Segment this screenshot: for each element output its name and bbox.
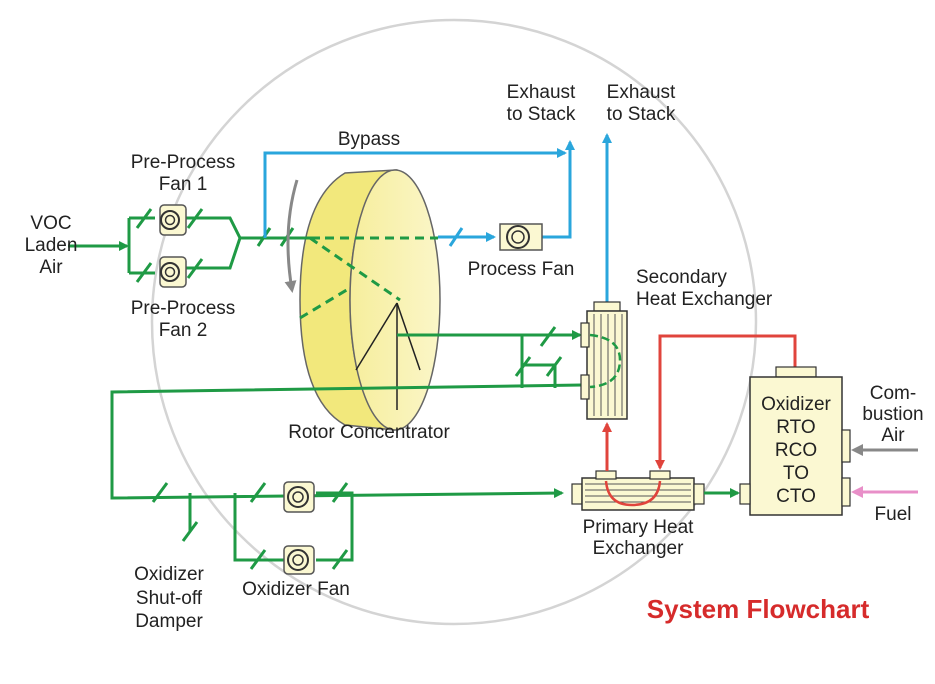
bypass-label: Bypass xyxy=(338,129,400,150)
hot-gas-lines xyxy=(602,334,797,471)
secondary-hx-label-2: Heat Exchanger xyxy=(636,289,773,310)
combustion-label-3: Air xyxy=(881,425,905,446)
process-fan-label: Process Fan xyxy=(468,259,575,280)
oxidizer-label-3: RCO xyxy=(775,440,817,461)
primary-heat-exchanger xyxy=(571,470,705,511)
oxidizer-label-5: CTO xyxy=(776,486,816,507)
preprocess-fan2-label-2: Fan 2 xyxy=(159,320,208,341)
oxidizer-label-2: RTO xyxy=(776,417,815,438)
preprocess-fan-1 xyxy=(159,204,187,236)
diagram-title: System Flowchart xyxy=(647,594,870,624)
damper-label-2: Shut-off xyxy=(136,588,203,609)
oxidizer-fan-label: Oxidizer Fan xyxy=(242,579,350,600)
oxidizer-unit xyxy=(739,366,851,516)
exhaust2-label-2: to Stack xyxy=(607,104,676,125)
oxidizer-label-4: TO xyxy=(783,463,809,484)
fuel-label: Fuel xyxy=(875,504,912,525)
damper-label-3: Damper xyxy=(135,611,203,632)
secondary-heat-exchanger xyxy=(580,301,628,420)
rotor-concentrator-label: Rotor Concentrator xyxy=(288,422,450,443)
rotor-internal-flow xyxy=(299,236,438,410)
damper-label-1: Oxidizer xyxy=(134,564,204,585)
secondary-hx-label-1: Secondary xyxy=(636,267,727,288)
preprocess-fan1-label-2: Fan 1 xyxy=(159,174,208,195)
preprocess-fan-2 xyxy=(159,256,187,288)
oxidizer-label-1: Oxidizer xyxy=(761,394,831,415)
exhaust2-label-1: Exhaust xyxy=(607,82,676,103)
bypass-line xyxy=(263,133,612,303)
voc-label-2: Laden xyxy=(25,235,78,256)
inlet-piping xyxy=(68,216,310,275)
primary-hx-label-2: Exchanger xyxy=(593,538,685,559)
combustion-label-1: Com- xyxy=(870,383,916,404)
oxidizer-fan-2 xyxy=(283,545,315,575)
exhaust1-label-1: Exhaust xyxy=(507,82,576,103)
voc-label-3: Air xyxy=(39,257,63,278)
process-fan xyxy=(499,223,543,251)
oxidizer-fan-1 xyxy=(283,481,315,513)
preprocess-fan1-label-1: Pre-Process xyxy=(131,152,236,173)
background-circle xyxy=(150,18,758,626)
primary-hx-label-1: Primary Heat xyxy=(583,517,695,538)
rotor-concentrator xyxy=(284,169,441,431)
combustion-label-2: bustion xyxy=(862,404,923,425)
voc-label-1: VOC xyxy=(30,213,71,234)
oxidizer-fan-piping xyxy=(151,482,354,570)
preprocess-fan2-label-1: Pre-Process xyxy=(131,298,236,319)
exhaust1-label-2: to Stack xyxy=(507,104,576,125)
